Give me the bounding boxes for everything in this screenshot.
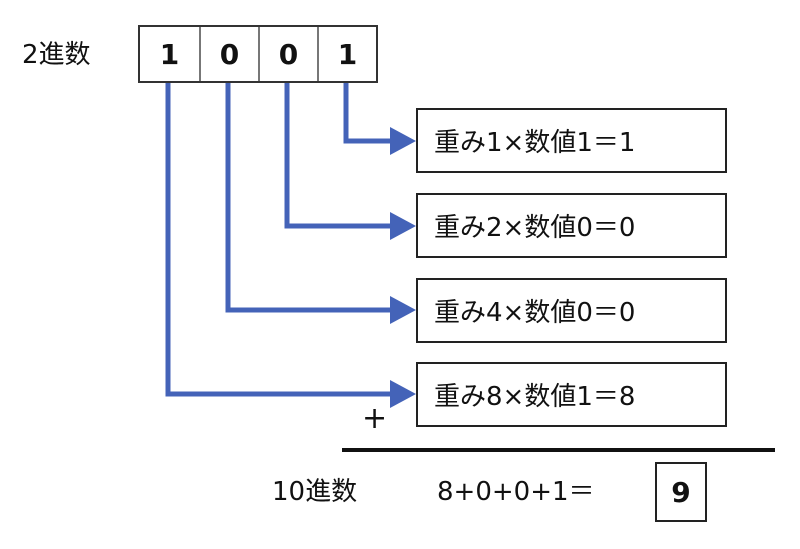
- binary-label: 2進数: [22, 40, 91, 70]
- plus-sign: +: [362, 401, 388, 436]
- weight-row-4: 重み4×数値0＝0: [416, 278, 727, 343]
- weight-row-8: 重み8×数値1＝8: [416, 362, 727, 427]
- arrowhead-icon: [390, 296, 416, 324]
- bit-cell: 0: [199, 27, 258, 81]
- result-box: 9: [655, 462, 707, 522]
- bit-cell: 0: [258, 27, 317, 81]
- arrowhead-icon: [390, 212, 416, 240]
- weight-row-1: 重み1×数値1＝1: [416, 108, 727, 173]
- decimal-label: 10進数: [272, 477, 358, 507]
- connector-bit-3: [284, 83, 394, 229]
- sum-rule: [342, 448, 775, 452]
- bit-cell: 1: [159, 37, 180, 71]
- arrowhead-icon: [390, 127, 416, 155]
- sum-expression: 8+0+0+1＝: [437, 477, 595, 507]
- connector-bit-1: [165, 83, 394, 397]
- connector-bit-4: [343, 83, 394, 144]
- weight-row-2: 重み2×数値0＝0: [416, 193, 727, 258]
- binary-digits: 1 0 0 1: [138, 25, 378, 83]
- connector-bit-2: [225, 83, 394, 313]
- bit-cell: 1: [317, 27, 376, 81]
- arrowhead-icon: [390, 380, 416, 408]
